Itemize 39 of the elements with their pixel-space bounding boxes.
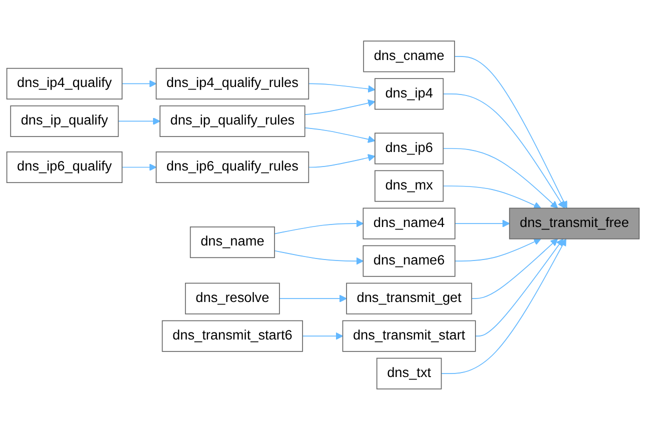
arrow — [454, 238, 542, 262]
node-box: dns_transmit_start — [342, 320, 476, 352]
arrow — [308, 154, 376, 168]
node-box: dns_ip6 — [374, 132, 444, 164]
arrow — [308, 83, 376, 93]
node-box: dns_name — [190, 226, 275, 258]
arrow — [304, 127, 376, 143]
node-box: dns_ip6_qualify_rules — [156, 151, 310, 184]
arrow — [304, 99, 376, 116]
arrow — [274, 220, 364, 234]
arrow — [475, 238, 564, 336]
node-box: dns_transmit_start6 — [162, 320, 303, 352]
node-box: dns_ip4_qualify — [6, 68, 123, 100]
arrow — [454, 220, 510, 228]
arrow — [442, 94, 565, 209]
node-box: dns_name4 — [362, 208, 456, 240]
arrow — [454, 56, 568, 209]
node-box: dns_ip6_qualify — [6, 151, 123, 184]
node-box: dns_ip4 — [374, 78, 444, 110]
node-box: dns_transmit_free — [509, 208, 640, 240]
node-box: dns_resolve — [184, 282, 280, 314]
node-box: dns_ip4_qualify_rules — [156, 68, 310, 100]
node-box: dns_mx — [374, 170, 444, 202]
arrow — [122, 80, 157, 88]
arrow — [279, 294, 347, 302]
arrow — [118, 117, 160, 125]
node-box: dns_cname — [363, 40, 455, 72]
node-box: dns_ip_qualify — [10, 105, 119, 137]
arrow — [274, 250, 364, 265]
arrow — [440, 238, 566, 374]
arrow — [122, 164, 157, 171]
node-box: dns_transmit_get — [346, 282, 472, 314]
node-box: dns_txt — [376, 358, 442, 390]
arrow — [442, 186, 542, 209]
arrow — [302, 332, 344, 340]
arrow — [471, 238, 558, 299]
node-box: dns_ip_qualify_rules — [160, 105, 306, 137]
node-box: dns_name6 — [362, 245, 456, 277]
arrow — [442, 148, 558, 209]
